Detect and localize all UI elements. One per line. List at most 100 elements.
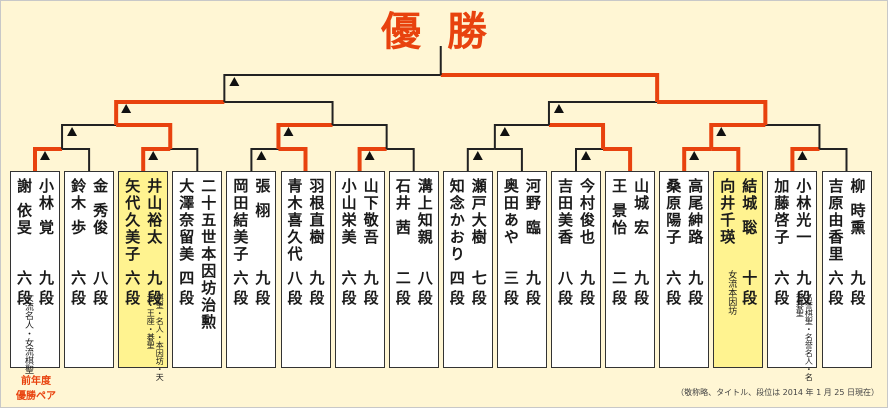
- pair-card: 張 栩九段岡田結美子六段: [226, 171, 277, 368]
- player-name: 小山栄美: [339, 178, 358, 246]
- player-column: 山城 宏九段: [631, 178, 651, 364]
- player-column: 大澤奈留美四段: [176, 178, 196, 364]
- player-rank: 二段: [393, 270, 412, 310]
- player-rank: 六段: [664, 270, 683, 310]
- player-name: 矢代久美子: [123, 178, 142, 263]
- player-name: 溝上知親: [415, 178, 434, 246]
- player-titles: 名誉棋聖・名誉名人・名誉碁聖: [795, 293, 814, 381]
- player-rank: 四段: [447, 270, 466, 310]
- player-name: 瀬戸大樹: [469, 178, 488, 246]
- bracket-line: [223, 74, 441, 102]
- bracket-line: [547, 101, 658, 125]
- footnote: （敬称略、タイトル、段位は 2014 年 1 月 25 日現在）: [676, 388, 879, 397]
- player-column: 岡田結美子六段: [230, 178, 250, 364]
- player-name: 今村俊也: [578, 178, 596, 246]
- player-rank: 六段: [69, 270, 88, 310]
- bracket-line: [116, 123, 173, 149]
- bracket-line: [114, 100, 225, 125]
- bracket-line: [440, 73, 660, 102]
- player-column: 知念かおり四段: [447, 178, 467, 364]
- player-column: 高尾紳路九段: [685, 178, 705, 364]
- pair-card: 瀬戸大樹七段知念かおり四段: [442, 171, 493, 368]
- bracket-line: [61, 124, 117, 149]
- player-column: 二十五世本因坊治勲: [198, 178, 218, 364]
- player-rank: 六段: [123, 270, 142, 310]
- player-column: 今村俊也九段: [577, 178, 597, 364]
- player-column: 矢代久美子六段: [122, 178, 142, 364]
- player-rank: 七段: [469, 270, 488, 310]
- player-name: 柳 時熏: [848, 178, 867, 237]
- player-rank: 六段: [772, 270, 791, 310]
- player-column: 河野 臨九段: [523, 178, 543, 364]
- triangle-icon: [283, 127, 294, 136]
- player-column: 井山裕太九段棋聖・名人・本因坊・天元・王座・碁聖: [144, 178, 164, 381]
- bracket-title: 優勝: [381, 8, 513, 55]
- player-rank: 六段: [231, 270, 250, 310]
- player-name: 小林光一: [794, 178, 813, 246]
- player-rank: 九段: [145, 270, 164, 310]
- player-rank: 九段: [37, 270, 55, 310]
- bracket-line: [357, 147, 387, 171]
- player-column: 王 景怡二段: [609, 178, 629, 364]
- triangle-icon: [472, 151, 483, 160]
- player-titles: 棋聖・名人・本因坊・天元・王座・碁聖: [146, 293, 165, 381]
- player-name: 高尾紳路: [686, 178, 705, 246]
- pair-card: 溝上知親八段石井 茜二段: [388, 171, 439, 368]
- player-rank: 八段: [91, 270, 110, 310]
- bracket-line: [709, 123, 766, 149]
- bracket-line: [603, 147, 633, 171]
- player-name: 山下敬吾: [361, 178, 380, 246]
- bracket-line: [575, 148, 604, 171]
- player-name: 向井千瑛: [718, 178, 737, 246]
- player-rank: 九段: [794, 270, 813, 310]
- bracket-line: [765, 124, 821, 149]
- triangle-icon: [499, 127, 510, 136]
- player-column: 桑原陽子六段: [663, 178, 683, 364]
- triangle-icon: [553, 104, 564, 113]
- pair-card: 山下敬吾九段小山栄美六段: [334, 171, 385, 368]
- player-column: 青木喜久代八段: [285, 178, 305, 364]
- player-name: 河野 臨: [523, 178, 542, 237]
- triangle-icon: [364, 151, 375, 160]
- pair-card: 山城 宏九段王 景怡二段: [605, 171, 656, 368]
- player-name: 吉田美香: [556, 178, 574, 246]
- player-column: 向井千瑛女流本因坊: [717, 178, 737, 364]
- bracket-line: [141, 147, 171, 171]
- player-rank: 三段: [501, 270, 520, 310]
- player-name: 二十五世本因坊治勲: [199, 178, 218, 331]
- player-name: 岡田結美子: [231, 178, 250, 263]
- triangle-icon: [67, 127, 78, 136]
- player-rank: 九段: [523, 270, 542, 310]
- player-rank: 九段: [307, 270, 326, 310]
- player-titles: 女流名人・女流棋聖: [23, 293, 33, 374]
- player-column: 瀬戸大樹七段: [469, 178, 489, 364]
- player-rank: 二段: [610, 270, 629, 310]
- player-column: 小山栄美六段: [339, 178, 359, 364]
- pair-card: 井山裕太九段棋聖・名人・本因坊・天元・王座・碁聖矢代久美子六段: [118, 171, 169, 381]
- player-column: 溝上知親八段: [415, 178, 435, 364]
- player-name: 吉原由香里: [826, 178, 845, 263]
- bracket-line: [276, 123, 333, 149]
- bracket-line: [682, 147, 712, 171]
- player-name: 結城 聡: [740, 178, 759, 237]
- player-rank: 八段: [556, 270, 574, 310]
- player-rank: 九段: [361, 270, 380, 310]
- player-titles: 女流本因坊: [726, 270, 737, 315]
- player-name: 羽根直樹: [307, 178, 326, 246]
- bracket-line: [170, 148, 199, 171]
- player-column: 小林 覚九段: [36, 178, 56, 364]
- player-name: 鈴木 歩: [69, 178, 88, 237]
- player-name: 謝 依旻: [15, 178, 33, 237]
- pair-card: 今村俊也九段吉田美香八段: [551, 171, 601, 368]
- player-rank: 九段: [578, 270, 596, 310]
- player-rank: 四段: [177, 270, 196, 310]
- player-rank: 六段: [339, 270, 358, 310]
- player-name: 奥田あや: [501, 178, 520, 246]
- player-rank: 六段: [15, 270, 33, 310]
- player-column: 謝 依旻六段女流名人・女流棋聖: [14, 178, 34, 374]
- player-column: 結城 聡十段: [739, 178, 759, 364]
- player-column: 張 栩九段: [252, 178, 272, 364]
- bracket-line: [493, 124, 549, 149]
- player-name: 張 栩: [253, 178, 272, 220]
